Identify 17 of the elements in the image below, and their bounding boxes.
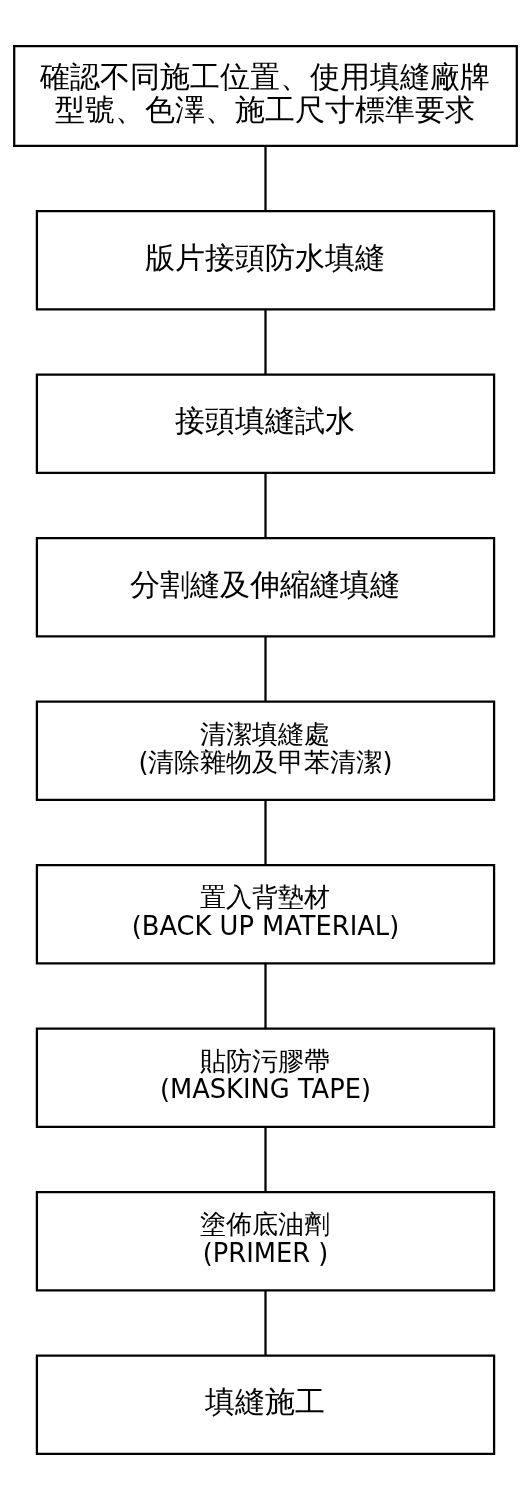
node-box: 版片接頭防水填縫 bbox=[35, 209, 496, 311]
connector bbox=[264, 145, 267, 211]
node-box: 清潔填縫處 (清除雜物及甲苯清潔) bbox=[35, 699, 496, 801]
node-box: 置入背墊材 (BACK UP MATERIAL) bbox=[35, 863, 496, 965]
connector bbox=[264, 799, 267, 865]
connector bbox=[264, 472, 267, 538]
node-box: 填縫施工 bbox=[35, 1353, 496, 1455]
connector bbox=[264, 309, 267, 374]
connector bbox=[264, 1290, 267, 1355]
connector bbox=[264, 1126, 267, 1192]
node-box: 確認不同施工位置、使用填縫廠牌型號、色澤、施工尺寸標準要求 bbox=[13, 44, 518, 147]
node-box: 分割縫及伸縮縫填縫 bbox=[35, 536, 496, 638]
node-box: 貼防污膠帶 (MASKING TAPE) bbox=[35, 1026, 496, 1128]
connector bbox=[264, 636, 267, 701]
connector bbox=[264, 963, 267, 1028]
node-box: 塗佈底油劑 (PRIMER ) bbox=[35, 1190, 496, 1292]
node-box: 接頭填縫試水 bbox=[35, 372, 496, 474]
